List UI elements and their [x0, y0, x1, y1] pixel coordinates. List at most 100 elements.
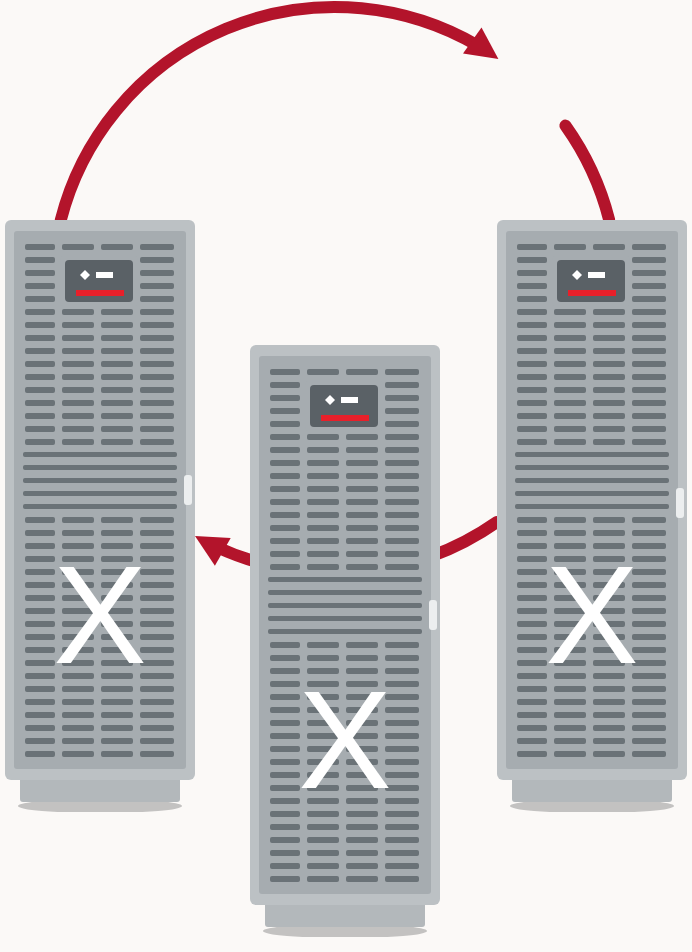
badge-red-light	[76, 290, 124, 296]
vent-slot	[62, 400, 94, 406]
vent-slot	[307, 447, 339, 453]
vent-slot	[140, 413, 174, 419]
badge-bar	[341, 397, 358, 403]
vent-slot	[307, 551, 339, 557]
vent-slot	[346, 850, 378, 856]
vent-slot	[25, 621, 55, 627]
vent-slot	[270, 421, 300, 427]
vent-slot	[62, 322, 94, 328]
vent-slot	[140, 244, 174, 250]
vent-slot	[101, 335, 133, 341]
vent-slot	[517, 530, 547, 536]
vent-slot	[270, 759, 300, 765]
vent-slot	[140, 426, 174, 432]
vent-slot	[270, 395, 300, 401]
vent-slot	[517, 582, 547, 588]
vent-slot	[25, 348, 55, 354]
vent-slot	[307, 564, 339, 570]
vent-slot	[101, 725, 133, 731]
vent-slot	[632, 413, 666, 419]
vent-band	[23, 504, 177, 509]
vent-slot	[270, 499, 300, 505]
vent-slot	[632, 335, 666, 341]
vent-slot	[62, 751, 94, 757]
rack-panel	[259, 356, 431, 894]
vent-slot	[101, 439, 133, 445]
vent-slot	[62, 530, 94, 536]
vent-slot	[346, 642, 378, 648]
vent-slot	[385, 837, 419, 843]
vent-slot	[517, 673, 547, 679]
vent-slot	[517, 296, 547, 302]
vent-slot	[517, 348, 547, 354]
vent-slot	[632, 257, 666, 263]
vent-slot	[270, 655, 300, 661]
vent-slot	[25, 322, 55, 328]
vent-slot	[593, 400, 625, 406]
vent-slot	[62, 387, 94, 393]
vent-slot	[101, 413, 133, 419]
vent-slot	[270, 772, 300, 778]
vent-slot	[25, 634, 55, 640]
vent-slot	[270, 642, 300, 648]
vent-slot	[385, 863, 419, 869]
vent-slot	[385, 655, 419, 661]
vent-slot	[517, 621, 547, 627]
vent-slot	[593, 361, 625, 367]
vent-slot	[385, 369, 419, 375]
vent-slot	[270, 694, 300, 700]
vent-slot	[632, 439, 666, 445]
vent-slot	[517, 608, 547, 614]
vent-slot	[554, 686, 586, 692]
arrow-line	[565, 126, 609, 220]
vent-slot	[554, 387, 586, 393]
vent-slot	[140, 387, 174, 393]
vent-slot	[346, 499, 378, 505]
vent-slot	[385, 876, 419, 882]
vent-slot	[101, 309, 133, 315]
vent-slot	[140, 530, 174, 536]
vent-slot	[554, 322, 586, 328]
vent-slot	[554, 712, 586, 718]
vent-slot	[270, 785, 300, 791]
vent-slot	[517, 569, 547, 575]
vent-slot	[385, 421, 419, 427]
vent-slot	[385, 850, 419, 856]
vent-slot	[307, 863, 339, 869]
vent-slot	[554, 439, 586, 445]
vent-slot	[270, 473, 300, 479]
vent-slot	[62, 361, 94, 367]
vent-slot	[25, 738, 55, 744]
vent-slot	[270, 564, 300, 570]
vent-slot	[385, 525, 419, 531]
vent-slot	[385, 824, 419, 830]
vent-slot	[517, 686, 547, 692]
badge-surround	[60, 256, 138, 306]
vent-slot	[140, 361, 174, 367]
vent-slot	[307, 837, 339, 843]
vent-slot	[632, 712, 666, 718]
vent-slot	[101, 699, 133, 705]
vent-slot	[307, 824, 339, 830]
vent-slot	[593, 751, 625, 757]
rack-frame	[250, 345, 440, 905]
vent-slot	[25, 335, 55, 341]
vent-slot	[346, 655, 378, 661]
vent-slot	[593, 309, 625, 315]
vent-slot	[270, 811, 300, 817]
vent-slot	[517, 647, 547, 653]
vent-slot	[270, 408, 300, 414]
vent-slot	[25, 647, 55, 653]
vent-slot	[385, 408, 419, 414]
vent-slot	[101, 517, 133, 523]
vent-slot	[517, 634, 547, 640]
vent-slot	[62, 413, 94, 419]
badge-red-light	[568, 290, 616, 296]
vent-slot	[554, 348, 586, 354]
vent-slot	[25, 699, 55, 705]
server-rack	[250, 345, 440, 937]
vent-slot	[307, 486, 339, 492]
vent-slot	[517, 517, 547, 523]
vent-slot	[62, 348, 94, 354]
